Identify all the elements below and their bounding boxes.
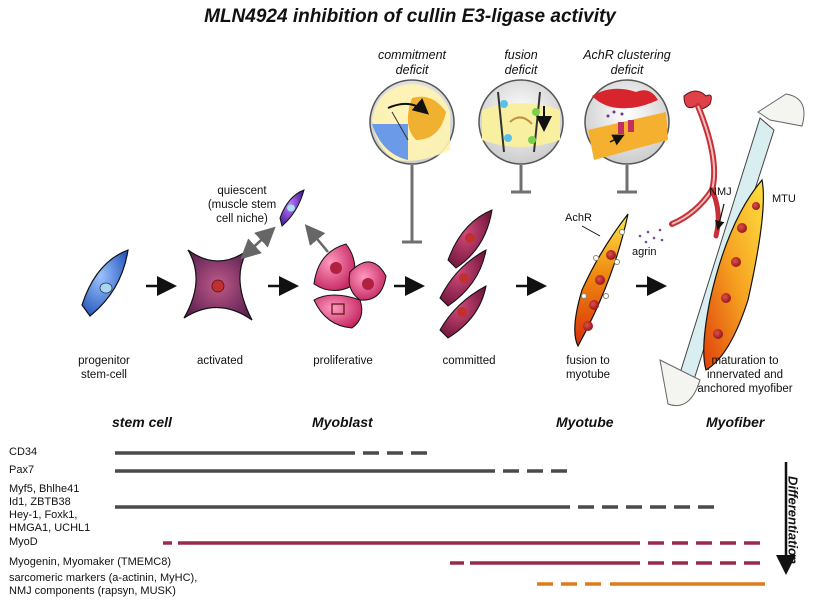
differentiation-label: Differentiation: [785, 476, 801, 564]
achr-pointer: [581, 225, 601, 237]
activated-cell: [183, 249, 253, 321]
agrin-dots: [638, 228, 664, 244]
quiescent-arrows: [240, 224, 329, 260]
stage-myotube: Myotube: [556, 414, 614, 430]
progenitor-label: progenitor stem-cell: [78, 355, 130, 381]
marker-myogenin: Myogenin, Myomaker (TMEMC8): [9, 556, 171, 568]
marker-myod: MyoD: [9, 536, 38, 548]
achr-deficit-label: AchR clustering deficit: [583, 48, 671, 77]
stage-myoblast: Myoblast: [312, 414, 373, 430]
agrin-label: agrin: [632, 246, 657, 258]
proliferative-cells: [313, 243, 387, 329]
inhibitor-commitment: [402, 165, 422, 244]
marker-myf5-group: Myf5, Bhlhe41 Id1, ZBTB38 Hey-1, Foxk1, …: [9, 483, 91, 534]
inhibitor-fusion: [511, 165, 531, 194]
fusion-inset: [478, 79, 564, 165]
marker-bars: [115, 451, 765, 586]
marker-pax7: Pax7: [9, 464, 35, 476]
nmj-pointer: [715, 203, 725, 231]
myofiber-assembly: [659, 93, 805, 406]
stage-stem-cell: stem cell: [112, 414, 172, 430]
myotube: [574, 213, 629, 348]
commitment-deficit-label: commitment deficit: [377, 48, 447, 77]
quiescent-cell: [279, 189, 305, 227]
inhibitor-achr: [617, 165, 637, 194]
stage-myofiber: Myofiber: [706, 414, 765, 430]
motor-neuron: [669, 90, 721, 239]
marker-sarcomeric: sarcomeric markers (a-actinin, MyHC), NM…: [9, 572, 198, 597]
committed-cells: [439, 209, 493, 339]
figure-title: MLN4924 inhibition of cullin E3-ligase a…: [204, 6, 616, 27]
commitment-inset: [369, 79, 455, 165]
activated-label: activated: [196, 355, 244, 367]
proliferative-label: proliferative: [313, 355, 373, 367]
quiescent-label: quiescent (muscle stem cell niche): [207, 185, 277, 225]
maturation-label: maturation to innervated and anchored my…: [697, 355, 793, 395]
progenitor-cell: [81, 249, 129, 317]
achr-label: AchR: [565, 212, 592, 224]
committed-label: committed: [442, 355, 496, 367]
marker-cd34: CD34: [9, 446, 38, 458]
nmj-label: NMJ: [709, 186, 732, 198]
fusion-deficit-label: fusion deficit: [504, 48, 538, 77]
achr-inset: [584, 79, 670, 165]
fusion-label: fusion to myotube: [565, 355, 611, 381]
mtu-label: MTU: [772, 193, 796, 205]
